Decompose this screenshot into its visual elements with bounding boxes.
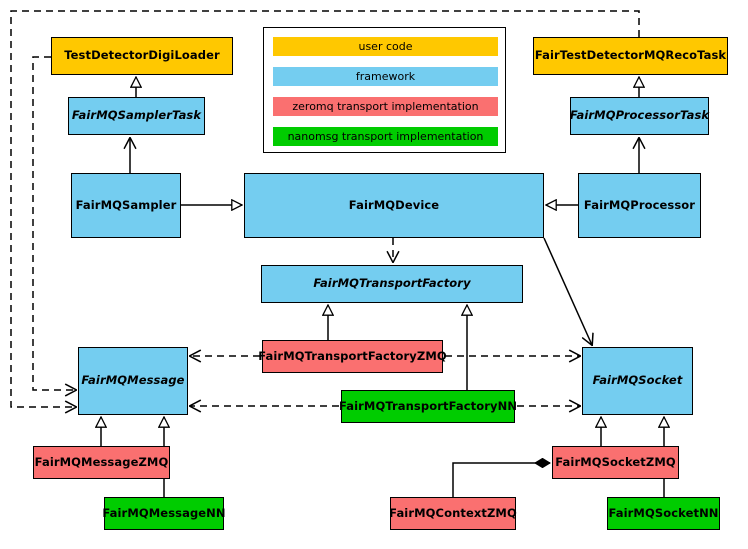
class-node-label: FairMQSocket (592, 373, 683, 388)
class-node-fairmqmessagenn[interactable]: FairMQMessageNN (102, 497, 226, 530)
class-node-testdetectordigiloader[interactable]: TestDetectorDigiLoader (51, 37, 233, 75)
class-node-fairmqmessage[interactable]: FairMQMessage (78, 347, 188, 415)
class-node-fairmqsamplertask[interactable]: FairMQSamplerTask (68, 97, 205, 135)
class-node-fairmqprocessor[interactable]: FairMQProcessor (578, 173, 701, 238)
class-node-label: FairMQSocketZMQ (555, 454, 676, 469)
class-node-fairmqprocessortask[interactable]: FairMQProcessorTask (570, 97, 709, 135)
class-node-fairmqsampler[interactable]: FairMQSampler (71, 173, 181, 238)
class-node-label: FairMQTransportFactory (313, 276, 471, 291)
class-node-label: FairMQContextZMQ (389, 505, 517, 520)
class-node-fairmqmessagezmq[interactable]: FairMQMessageZMQ (33, 446, 170, 479)
legend-item-framework: framework (273, 67, 498, 86)
class-node-fairmqsocket[interactable]: FairMQSocket (582, 347, 693, 415)
class-node-label: FairMQProcessor (583, 197, 696, 212)
edge-contextzmq-to-socketzmq (452, 463, 550, 497)
class-node-fairmqsocketzmq[interactable]: FairMQSocketZMQ (552, 446, 679, 479)
edge-device-to-socket (543, 237, 592, 345)
class-node-label: FairMQSocketNN (608, 505, 719, 520)
legend-item-user-code: user code (273, 37, 498, 56)
class-node-fairmqcontextzmq[interactable]: FairMQContextZMQ (389, 497, 517, 530)
class-node-fairtestdetectormqrecotask[interactable]: FairTestDetectorMQRecoTask (533, 37, 728, 75)
legend-label-framework: framework (355, 70, 416, 83)
class-node-fairmqtransportfactoryzmq[interactable]: FairMQTransportFactoryZMQ (258, 340, 447, 373)
class-node-fairmqsocketnn[interactable]: FairMQSocketNN (607, 497, 720, 530)
legend-label-user-code: user code (358, 40, 413, 53)
class-node-label: TestDetectorDigiLoader (64, 48, 220, 63)
legend-label-zeromq: zeromq transport implementation (292, 100, 479, 113)
class-node-label: FairMQMessageZMQ (34, 454, 169, 469)
class-node-label: FairMQMessage (81, 373, 185, 388)
class-node-fairmqtransportfactory[interactable]: FairMQTransportFactory (261, 265, 523, 303)
class-node-label: FairMQProcessorTask (569, 108, 710, 123)
class-node-label: FairMQMessageNN (102, 505, 226, 520)
class-node-label: FairTestDetectorMQRecoTask (534, 48, 727, 63)
class-node-fairmqdevice[interactable]: FairMQDevice (244, 173, 544, 238)
class-node-fairmqtransportfactorynn[interactable]: FairMQTransportFactoryNN (338, 390, 518, 423)
legend-item-zeromq: zeromq transport implementation (273, 97, 498, 116)
class-node-label: FairMQDevice (348, 197, 440, 212)
legend-label-nanomsg: nanomsg transport implementation (287, 130, 484, 143)
class-node-label: FairMQSampler (75, 197, 177, 212)
legend-item-nanomsg: nanomsg transport implementation (273, 127, 498, 146)
class-node-label: FairMQSamplerTask (71, 108, 202, 123)
class-node-label: FairMQTransportFactoryNN (338, 398, 518, 413)
legend-panel: user code framework zeromq transport imp… (263, 27, 506, 153)
class-node-label: FairMQTransportFactoryZMQ (258, 348, 447, 363)
